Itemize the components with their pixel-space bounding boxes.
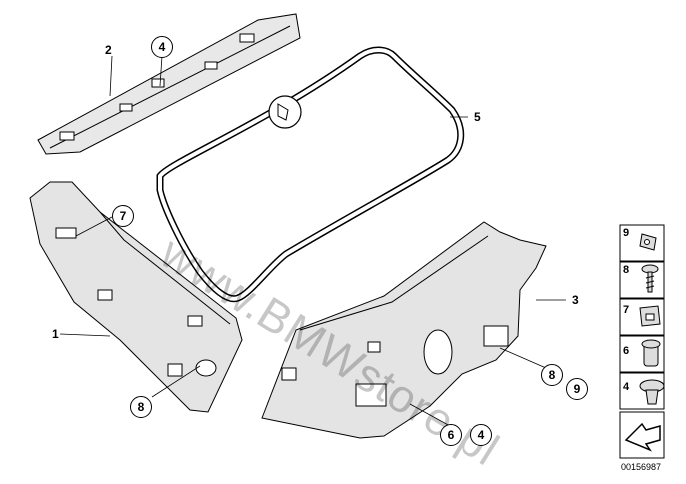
clip-icon <box>639 305 661 327</box>
part-2-trim-strip <box>37 13 301 155</box>
callout-4-bottom: 4 <box>470 424 492 446</box>
expanding-rivet-icon <box>641 339 661 367</box>
callout-7: 7 <box>112 205 134 227</box>
part-label-3: 3 <box>572 293 579 307</box>
diagram-code: 00156987 <box>621 462 662 472</box>
screw-icon <box>641 264 659 293</box>
part-label-5: 5 <box>474 110 481 124</box>
legend-number-7: 7 <box>623 304 630 316</box>
leader-lines <box>59 55 566 427</box>
legend-number-9: 9 <box>623 227 630 239</box>
part-1-side-panel <box>29 181 243 413</box>
part-5-seal <box>156 46 465 303</box>
legend-number-4: 4 <box>623 381 630 393</box>
legend-number-6: 6 <box>623 345 630 357</box>
callout-6: 6 <box>440 424 462 446</box>
legend-number-8: 8 <box>623 264 630 276</box>
clip-nut-icon <box>639 233 657 251</box>
part-label-1: 1 <box>52 327 59 341</box>
part-label-2: 2 <box>105 43 112 57</box>
callout-9: 9 <box>566 378 588 400</box>
push-clip-icon <box>639 379 665 405</box>
arrow-icon <box>624 422 661 452</box>
part-3-lower-trim <box>261 221 547 439</box>
callout-4-top: 4 <box>151 36 173 58</box>
callout-8-left: 8 <box>130 396 152 418</box>
callout-8-right: 8 <box>541 364 563 386</box>
